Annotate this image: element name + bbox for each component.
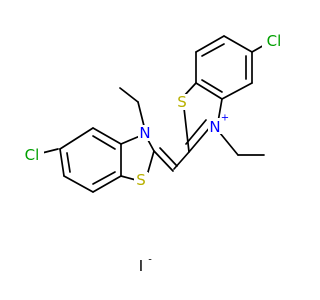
bonds [41,35,267,193]
atom-s-left: S [136,171,146,189]
bond-left-c-n [120,135,141,145]
bond-right-c-c [195,82,223,100]
bond-left-ring-double-2 [92,171,116,185]
bond-left-n-ethyl-1 [137,101,145,127]
bond-left-n-ethyl-2 [119,87,139,103]
iodide-symbol: I [139,257,143,275]
bond-right-n-ethyl-1 [219,132,239,156]
atom-cl-left: Cl [25,146,40,164]
bond-left-ring-5 [63,175,94,193]
bond-left-ring-2 [92,127,122,145]
bond-left-ring-double-3 [66,152,71,173]
bond-bridge-double-b [159,147,178,167]
bond-right-s-c [183,82,197,97]
bond-cl-left [41,148,59,154]
molecule-drawing: Cl N S S N + Cl I - [20,32,286,276]
atom-s-right: S [177,93,187,111]
counterion: I - [139,255,152,276]
bond-left-s-c [120,175,137,181]
bond-bridge-double-a [153,150,174,172]
bond-right-ring-double-1 [201,43,225,57]
bond-left-ring-1 [59,127,94,150]
bond-right-ring-double-3 [201,79,223,93]
charge-n-right: + [221,113,229,124]
atom-n-right: N [209,118,220,136]
bond-left-ring-6 [59,148,65,177]
atom-cl-right: Cl [267,32,282,50]
atom-n-left: N [139,124,150,142]
atom-labels: Cl N S S N + Cl [20,32,286,189]
bond-right-ring-2 [195,35,225,53]
bond-right-ring-3 [223,35,253,53]
bond-right-n-c2-a [188,125,212,153]
iodide-charge: - [148,255,152,266]
bond-left-n-c2 [147,139,155,152]
bond-right-c2-s [183,107,190,153]
bond-bridge-single [173,151,190,170]
bond-right-n-c2-b [185,119,207,145]
bond-left-ring-double-1 [92,135,116,150]
bond-right-ring-5 [221,82,253,100]
bond-left-ring-4 [92,175,122,193]
structure-canvas: Cl N S S N + Cl I - [20,32,286,276]
bond-left-c2-s [147,150,155,173]
